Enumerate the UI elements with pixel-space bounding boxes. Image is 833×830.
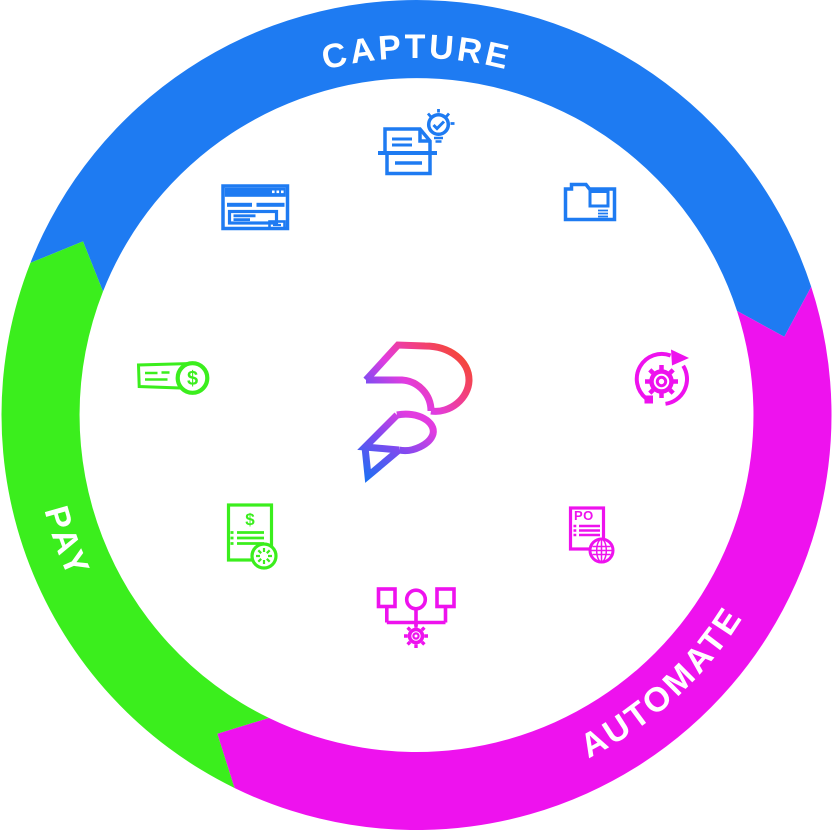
- po-bullets: [573, 524, 577, 537]
- paper-lines: [392, 137, 412, 147]
- workflow-node-left: [376, 587, 397, 609]
- logo-lower-flag: [357, 412, 400, 454]
- bulb-rays: [426, 109, 455, 125]
- workflow-node-right: [435, 587, 456, 609]
- workflow-gear-icon: [376, 587, 456, 648]
- folder-document-icon: [563, 182, 617, 222]
- workflow-gear-hole: [412, 632, 420, 640]
- cycle-arc-top: [634, 351, 672, 400]
- logo-upper-inner: [366, 376, 435, 412]
- po-text: PO: [574, 508, 594, 523]
- globe-grid: [590, 538, 613, 563]
- workflow-node-center: [404, 588, 428, 611]
- segment-capture-arc: [30, 0, 812, 337]
- payment-check-icon: $: [136, 361, 210, 395]
- invoice-bullets: [230, 531, 234, 545]
- check-dash-line: [145, 371, 170, 375]
- coin-ticks: [256, 548, 272, 564]
- bulb-check: [432, 120, 446, 131]
- logo-lower-bowl: [396, 410, 437, 455]
- bulb-base: [434, 136, 443, 143]
- paper-fold: [418, 129, 430, 143]
- workflow-gear-teeth: [404, 624, 428, 648]
- invoice-dollar-sign: $: [245, 510, 255, 529]
- field-lines: [233, 214, 256, 221]
- submit-button: [268, 220, 286, 230]
- document-thumbnail: [588, 190, 610, 208]
- invoice-dollar-icon: $: [226, 503, 278, 570]
- logo-upper-outer: [363, 341, 473, 415]
- cycle-arrowhead: [671, 349, 689, 366]
- idea-bulb: [426, 112, 451, 137]
- dollar-coin: [175, 361, 210, 395]
- invoice-lines: [237, 531, 264, 545]
- document-lines: [598, 209, 608, 218]
- gear-hole: [655, 375, 668, 388]
- scanner-tray: [385, 153, 432, 176]
- cycle-tail-square: [644, 395, 653, 404]
- po-lines: [579, 524, 600, 537]
- browser-window: [221, 184, 290, 231]
- folder-outline: [563, 182, 617, 222]
- segment-pay-arc: [1, 241, 269, 788]
- workflow-connectors: [385, 606, 448, 626]
- check-outline: [136, 362, 195, 390]
- segment-automate-arc: [217, 286, 832, 830]
- gear-body: [649, 369, 674, 394]
- browser-titlebar: [224, 187, 286, 197]
- scanned-document-idea-icon: [378, 109, 455, 176]
- gear-cycle-icon: [634, 349, 689, 406]
- gear-teeth: [645, 365, 678, 398]
- web-form-browser-icon: [221, 184, 290, 231]
- invoice-coin: [250, 542, 278, 570]
- form-field: [227, 209, 279, 225]
- titlebar-dots: [272, 190, 284, 194]
- cycle-arc-bottom: [665, 364, 689, 406]
- menu-bars: [227, 202, 285, 207]
- workflow-gear-body: [407, 627, 425, 645]
- purchase-order-globe-icon: PO: [568, 506, 615, 564]
- po-sheet: [568, 506, 606, 551]
- brand-logo: [357, 341, 473, 483]
- logo-lower-triangle: [361, 446, 402, 483]
- coin-dollar-sign: $: [187, 368, 198, 390]
- invoice-sheet: [226, 503, 274, 562]
